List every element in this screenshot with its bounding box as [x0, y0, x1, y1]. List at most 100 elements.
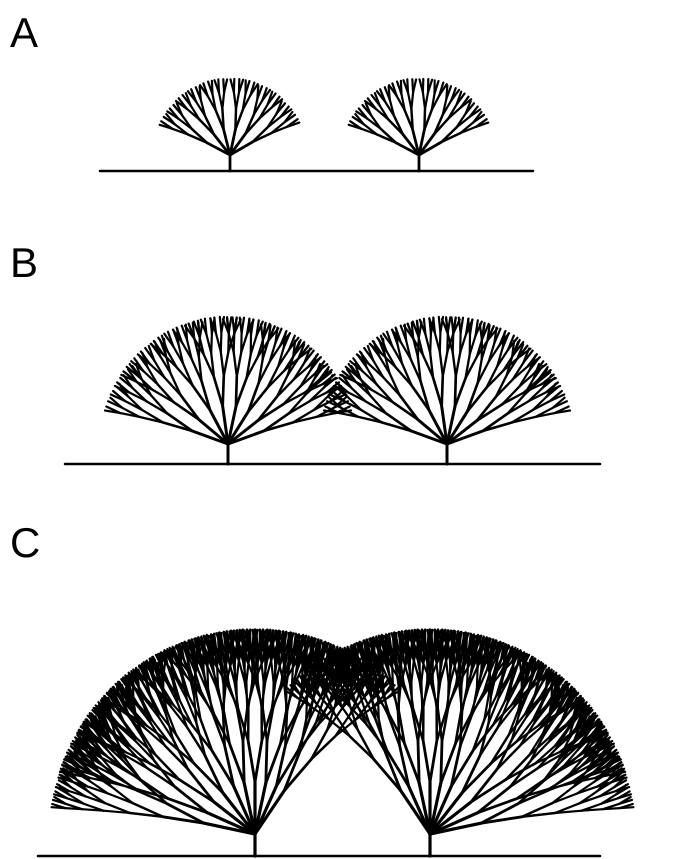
branch [471, 769, 497, 802]
branch [429, 645, 430, 662]
branch [459, 665, 460, 686]
branch [224, 352, 229, 376]
branch [552, 794, 577, 804]
branch [188, 769, 214, 802]
branch [374, 759, 401, 791]
branch [179, 780, 214, 803]
branch [478, 799, 517, 813]
branch [453, 635, 454, 649]
branch [200, 86, 201, 99]
branch [200, 693, 215, 715]
branch [236, 661, 238, 682]
branch [461, 318, 463, 333]
branch [466, 635, 467, 649]
branch [224, 80, 227, 93]
branch [418, 742, 419, 784]
branch [141, 780, 169, 799]
branch [223, 376, 224, 406]
branch [442, 376, 443, 406]
branch [456, 353, 460, 377]
branch [211, 334, 212, 353]
branch [284, 634, 285, 648]
branch [552, 787, 573, 803]
branch [424, 631, 425, 645]
branch [242, 318, 244, 333]
branch [108, 794, 133, 804]
branch [278, 648, 279, 665]
branch [284, 759, 311, 791]
branch [305, 655, 306, 672]
branch [453, 333, 454, 352]
branch [284, 665, 285, 686]
branch [582, 809, 603, 811]
panel-b [65, 317, 600, 464]
branch [266, 631, 267, 645]
branch [431, 631, 432, 645]
branch [490, 659, 491, 676]
branch [462, 756, 480, 794]
branch [112, 787, 133, 803]
branch [433, 377, 442, 406]
branch [234, 333, 235, 352]
branch [194, 763, 223, 793]
panel-c [38, 630, 633, 857]
panel-a [100, 79, 533, 171]
branch [467, 383, 478, 412]
branch [205, 756, 223, 794]
branch [237, 353, 241, 377]
branch [205, 319, 207, 335]
branch [243, 633, 244, 647]
branch [248, 383, 259, 412]
branch [467, 388, 486, 412]
branch [221, 332, 222, 351]
branch [278, 635, 279, 649]
branch [367, 725, 387, 751]
branch [213, 665, 216, 686]
branch [424, 319, 426, 335]
branch [417, 321, 418, 337]
branch [453, 648, 454, 665]
branch [254, 645, 255, 662]
branch [620, 807, 634, 808]
branch [441, 631, 442, 645]
branch [425, 92, 428, 108]
branch [236, 92, 239, 108]
branch [243, 742, 244, 784]
branch [411, 661, 413, 682]
branch [430, 334, 431, 353]
branch [462, 763, 491, 793]
branch [248, 388, 267, 412]
branch [212, 81, 213, 94]
branch [256, 631, 257, 645]
branch [440, 332, 441, 351]
branch [423, 741, 430, 782]
branch [522, 662, 524, 676]
branch [459, 634, 460, 648]
branch [470, 320, 472, 335]
branch [248, 741, 255, 782]
branch [291, 635, 292, 649]
branch [418, 633, 419, 647]
branch [443, 352, 448, 376]
branch [389, 86, 390, 99]
branch [471, 780, 506, 803]
branch [430, 741, 437, 782]
branch [168, 799, 207, 813]
branch [263, 682, 264, 709]
branch [603, 808, 620, 809]
branch [251, 320, 253, 335]
branch [401, 81, 402, 94]
branch [300, 642, 301, 656]
branch [218, 79, 219, 92]
branch [198, 321, 199, 337]
branch [222, 109, 223, 130]
branch [438, 682, 439, 709]
branch [249, 631, 250, 645]
branch [411, 109, 412, 130]
branch [255, 741, 262, 782]
branch [214, 377, 223, 406]
branch [411, 93, 413, 110]
branch [222, 93, 224, 110]
branch [486, 645, 487, 659]
